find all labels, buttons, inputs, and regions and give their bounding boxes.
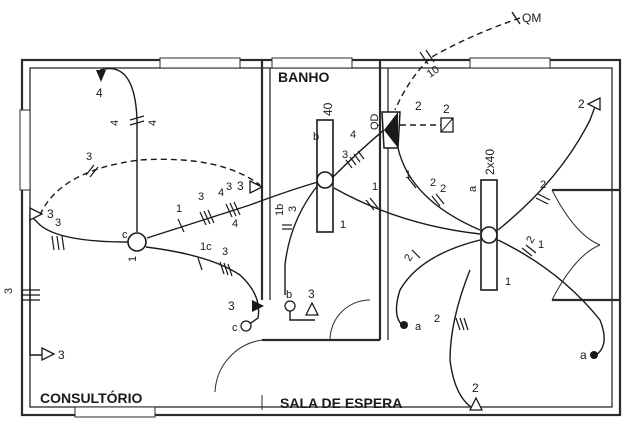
code-switch-3: 3: [228, 299, 235, 313]
outlets: [29, 70, 601, 411]
corridor-outlet-icon: [249, 179, 264, 195]
qd-label: QD: [369, 113, 381, 130]
svg-text:1: 1: [176, 203, 182, 215]
windows: [19, 57, 551, 418]
waiting-fixture-id: a: [467, 185, 479, 192]
bath-outlet-icon: [304, 301, 320, 316]
code-office-top-outlet: 4: [96, 86, 103, 100]
svg-text:2: 2: [540, 179, 546, 191]
waiting-bottom-outlet-icon: [468, 396, 484, 411]
code-qd-10: 10: [425, 64, 442, 81]
svg-text:4: 4: [109, 120, 121, 126]
waiting-right-switch-a-icon: [590, 351, 598, 359]
bath-fixture-center: [316, 171, 334, 189]
feeder-conduit: [394, 17, 521, 111]
svg-text:3: 3: [287, 206, 299, 212]
window-waiting-top: [469, 57, 551, 69]
door-right-a: [551, 189, 601, 246]
waiting-fixture-power: 2x40: [483, 149, 497, 175]
office-top-outlet-icon: [96, 70, 106, 82]
room-label-waiting: SALA DE ESPERA: [280, 395, 402, 411]
doors: [214, 189, 601, 410]
svg-text:3: 3: [222, 246, 228, 258]
door-right-b: [551, 244, 601, 301]
door-office: [214, 339, 263, 393]
waiting-fixture-center: [480, 226, 498, 244]
waiting-switch-a-icon: [400, 321, 408, 329]
bath-fixture-circuit: 1: [340, 219, 346, 231]
office-dashed-conduit: [39, 158, 261, 216]
waiting-right-upper-outlet-icon: [586, 96, 601, 112]
svg-text:4: 4: [147, 120, 159, 126]
svg-text:1: 1: [538, 239, 544, 251]
svg-text:4: 4: [218, 187, 224, 199]
office-lamp-circuit: 1: [127, 256, 139, 262]
office-bottom-outlet-icon: [41, 346, 56, 362]
svg-text:3: 3: [342, 149, 348, 161]
window-office-left: [19, 109, 31, 191]
distribution-box: [381, 111, 401, 149]
svg-text:3: 3: [3, 288, 15, 294]
bath-switch-b-icon: [284, 300, 296, 312]
svg-text:3: 3: [198, 191, 204, 203]
svg-text:3: 3: [226, 181, 232, 193]
bath-fixture-id: b: [313, 131, 319, 143]
svg-text:1: 1: [405, 169, 411, 181]
code-corridor-outlet: 3: [237, 179, 244, 193]
office-switch-outlet-icon: [252, 300, 264, 312]
office-switch-c-icon: [240, 320, 252, 332]
circuit-codes: 4 4 4 3 3 3 3 3 1 3 4 4 3 3 1c 3 3 c 1b …: [3, 86, 587, 395]
code-qd-2-box: 2: [443, 102, 450, 116]
svg-text:2: 2: [430, 177, 436, 189]
room-label-office: CONSULTÓRIO: [40, 389, 143, 406]
window-office-top: [159, 57, 241, 69]
svg-text:2: 2: [434, 313, 440, 325]
bath-fixture-power: 40: [321, 102, 335, 116]
svg-text:3: 3: [55, 217, 61, 229]
conduits: [29, 68, 605, 411]
svg-text:2: 2: [440, 183, 446, 195]
svg-text:1b: 1b: [274, 204, 286, 216]
code-waiting-switch-a: a: [415, 321, 422, 333]
window-bath-top: [271, 57, 353, 69]
office-ceiling-lamp: [127, 232, 147, 252]
svg-text:1: 1: [372, 181, 378, 193]
code-waiting-right-a: a: [580, 348, 587, 362]
svg-text:3: 3: [86, 151, 92, 163]
code-bath-switch-3: 3: [308, 287, 315, 301]
svg-text:4: 4: [350, 129, 356, 141]
panel-qm-label: QM: [522, 11, 541, 25]
code-qd-2-top: 2: [415, 99, 422, 113]
svg-text:2: 2: [402, 252, 415, 263]
room-label-bath: BANHO: [278, 69, 329, 85]
window-office-bottom: [74, 406, 156, 418]
door-bath: [329, 299, 371, 341]
code-switch-c: c: [232, 322, 238, 334]
waiting-fixture-circuit: 1: [505, 276, 511, 288]
code-office-left-outlet: 3: [47, 207, 54, 221]
wire-tick-marks: [22, 115, 551, 331]
office-left-outlet-icon: [29, 206, 44, 222]
code-office-bottom-outlet: 3: [58, 348, 65, 362]
svg-text:2: 2: [524, 234, 537, 245]
svg-text:4: 4: [232, 218, 238, 230]
svg-text:1c: 1c: [200, 241, 212, 253]
code-bath-switch-b: b: [286, 289, 292, 301]
code-waiting-right-outlet: 2: [578, 97, 585, 111]
code-waiting-bottom-outlet: 2: [472, 381, 479, 395]
office-lamp-id: c: [122, 229, 128, 241]
